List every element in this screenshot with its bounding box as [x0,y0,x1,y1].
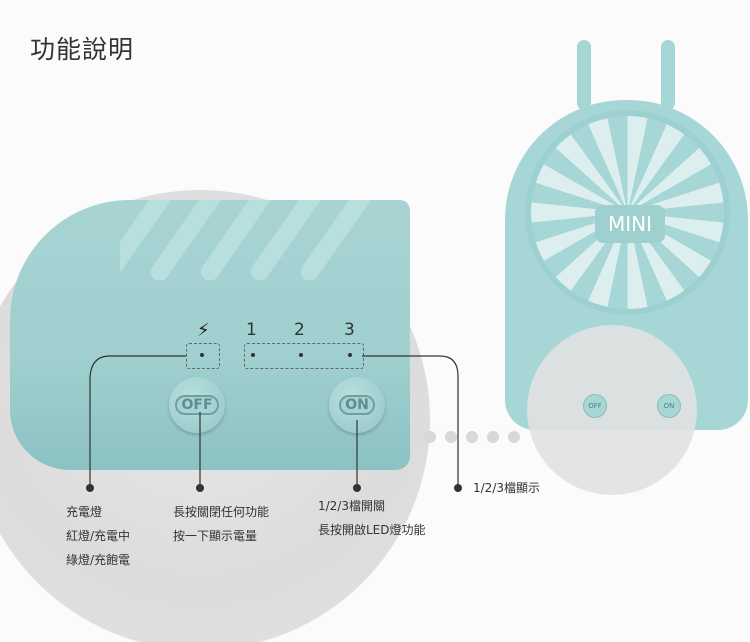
callout-line: 1/2/3檔開關 [318,499,385,513]
level-3-led [348,353,352,357]
connector-dot [466,431,478,443]
callout-dot-off [196,484,204,492]
on-label: ON [339,395,375,415]
callout-charge-text: 充電燈 紅燈/充電中 綠燈/充飽電 [66,500,130,572]
callout-line: 紅燈/充電中 [66,529,131,543]
brand-logo: MINI [595,205,665,243]
level-1-led [251,353,255,357]
small-on-label: ON [663,402,675,410]
callout-line: 充電燈 [66,505,103,519]
callout-on-text: 1/2/3檔開關 長按開啟LED燈功能 [318,494,426,542]
charge-led [200,353,204,357]
callout-dot-on [353,484,361,492]
callout-line: 1/2/3檔顯示 [473,481,540,495]
connector-dot [424,431,436,443]
page-title: 功能說明 [30,35,135,64]
connector-dot [445,431,457,443]
off-button[interactable]: OFF [169,377,225,433]
level-2-led [299,353,303,357]
charge-led-box [186,343,220,369]
level-3-label: 3 [344,320,355,340]
small-off-label: OFF [588,402,602,410]
level-2-label: 2 [294,320,305,340]
small-on-button: ON [657,394,681,418]
callout-line: 綠燈/充飽電 [66,553,131,567]
callout-line: 按一下顯示電量 [173,529,258,543]
level-1-label: 1 [246,320,257,340]
fan-strap-left [577,40,591,110]
callout-dot-charge [86,484,94,492]
callout-off-text: 長按關閉任何功能 按一下顯示電量 [173,500,269,548]
callout-dot-levels [454,484,462,492]
fan-strap-right [661,40,675,110]
callout-line-charge [89,355,186,488]
off-label: OFF [175,395,219,415]
callout-line: 長按開啟LED燈功能 [318,523,426,537]
connector-dot [487,431,499,443]
connector-dot [508,431,520,443]
callout-line-levels [362,355,459,488]
small-off-button: OFF [583,394,607,418]
callout-line: 長按關閉任何功能 [173,505,270,519]
lightning-bolt-icon: ⚡︎ [197,320,210,341]
callout-levels-text: 1/2/3檔顯示 [473,476,540,500]
